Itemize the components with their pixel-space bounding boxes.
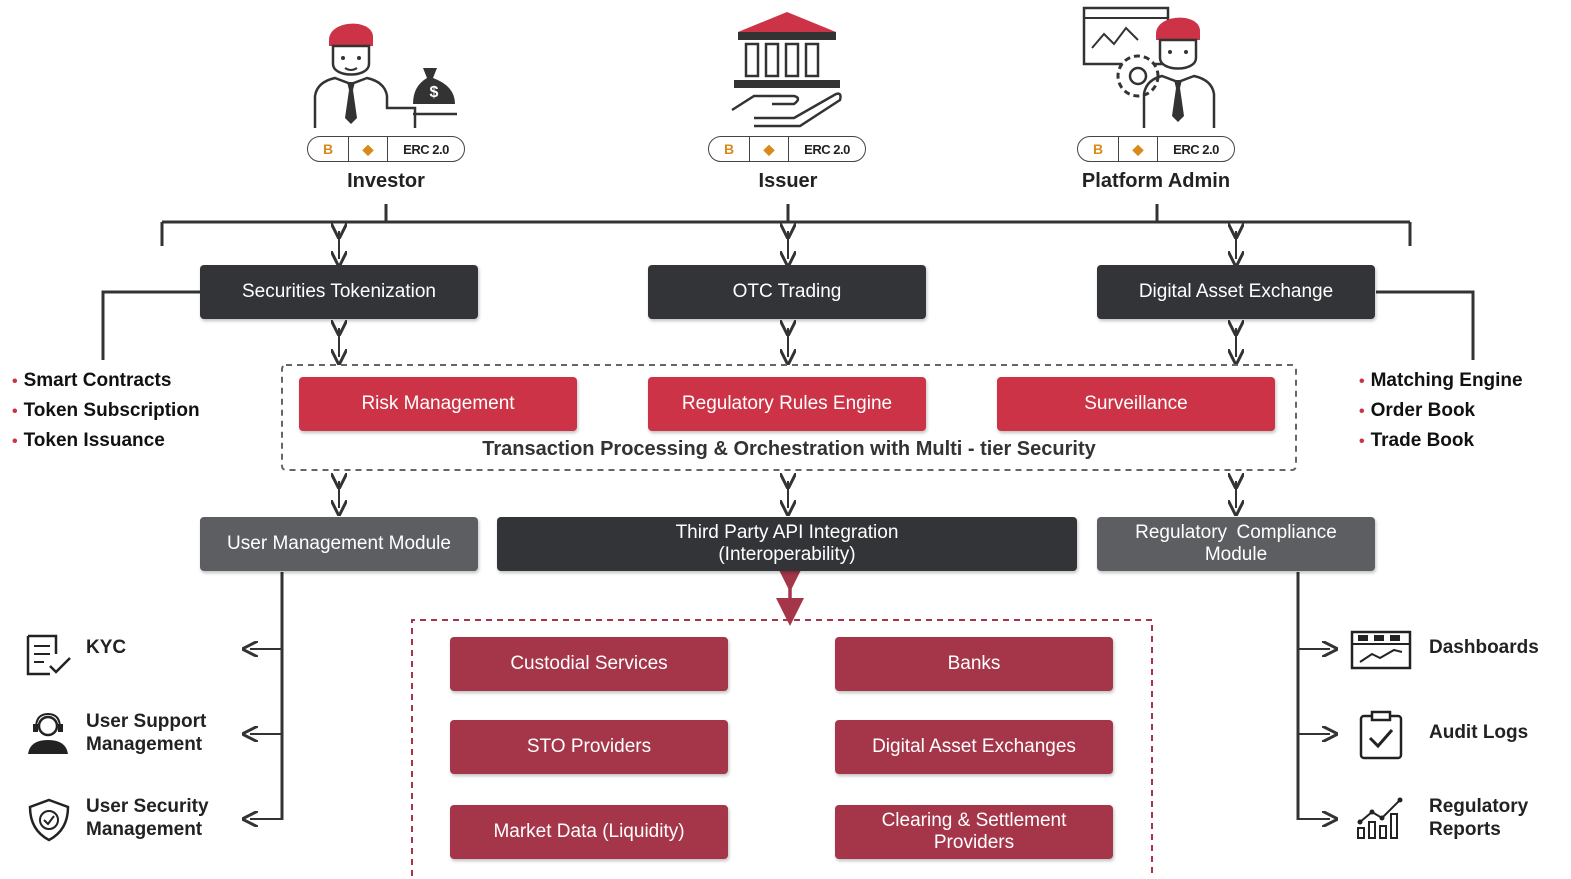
digital-asset-exchange-box: Digital Asset Exchange — [1097, 265, 1375, 319]
audit-logs-label: Audit Logs — [1429, 722, 1529, 743]
support-headset-icon — [28, 712, 68, 754]
issuer-label: Issuer — [758, 170, 818, 192]
issuer-badge: B ◆ ERC 2.0 — [708, 136, 866, 162]
erc-label: ERC 2.0 — [403, 141, 449, 157]
ethereum-icon: ◆ — [349, 137, 388, 161]
platform-admin-badge: B ◆ ERC 2.0 — [1077, 136, 1235, 162]
bitcoin-icon: B — [709, 137, 750, 161]
dashboard-icon — [1350, 630, 1412, 670]
security-shield-icon — [28, 798, 70, 842]
user-support-label: User Support Management — [86, 711, 207, 755]
feature-smart-contracts: Smart Contracts — [12, 366, 200, 396]
regulatory-rules-engine-box: Regulatory Rules Engine — [648, 377, 926, 431]
investor-label: Investor — [347, 170, 425, 192]
bar-chart-icon — [1357, 797, 1403, 839]
investor-badge: B ◆ ERC 2.0 — [307, 136, 465, 162]
otc-trading-box: OTC Trading — [648, 265, 926, 319]
user-security-label: User Security Management — [86, 796, 209, 840]
regulatory-reports-label: Regulatory Reports — [1429, 796, 1529, 840]
feature-trade-book: Trade Book — [1359, 426, 1523, 456]
sto-providers-box: STO Providers — [450, 720, 728, 774]
digital-asset-exchanges-box: Digital Asset Exchanges — [835, 720, 1113, 774]
platform-admin-label: Platform Admin — [1081, 170, 1231, 192]
market-data-box: Market Data (Liquidity) — [450, 805, 728, 859]
risk-management-box: Risk Management — [299, 377, 577, 431]
bitcoin-icon: B — [1078, 137, 1119, 161]
regulatory-compliance-module-box: Regulatory Compliance Module — [1097, 517, 1375, 571]
banks-box: Banks — [835, 637, 1113, 691]
feature-matching-engine: Matching Engine — [1359, 366, 1523, 396]
bank-hand-icon — [731, 12, 842, 128]
securities-tokenization-box: Securities Tokenization — [200, 265, 478, 319]
erc-label: ERC 2.0 — [1173, 141, 1219, 157]
tokenization-features: Smart Contracts Token Subscription Token… — [12, 366, 200, 456]
feature-token-subscription: Token Subscription — [12, 396, 200, 426]
bitcoin-icon: B — [308, 137, 349, 161]
erc-label: ERC 2.0 — [804, 141, 850, 157]
exchange-features: Matching Engine Order Book Trade Book — [1359, 366, 1523, 456]
clipboard-check-icon — [1359, 710, 1403, 760]
clearing-settlement-box: Clearing & Settlement Providers — [835, 805, 1113, 859]
transaction-processing-caption: Transaction Processing & Orchestration w… — [482, 438, 1096, 460]
investor-icon: $ — [313, 23, 457, 128]
third-party-api-integration-box: Third Party API Integration (Interoperab… — [497, 517, 1077, 571]
ethereum-icon: ◆ — [750, 137, 789, 161]
dashboards-label: Dashboards — [1429, 637, 1539, 658]
kyc-document-icon — [26, 634, 71, 676]
kyc-label: KYC — [86, 637, 127, 658]
svg-text:$: $ — [430, 84, 439, 101]
feature-token-issuance: Token Issuance — [12, 426, 200, 456]
platform-admin-icon — [1082, 6, 1216, 128]
feature-order-book: Order Book — [1359, 396, 1523, 426]
custodial-services-box: Custodial Services — [450, 637, 728, 691]
surveillance-box: Surveillance — [997, 377, 1275, 431]
ethereum-icon: ◆ — [1119, 137, 1158, 161]
user-management-module-box: User Management Module — [200, 517, 478, 571]
